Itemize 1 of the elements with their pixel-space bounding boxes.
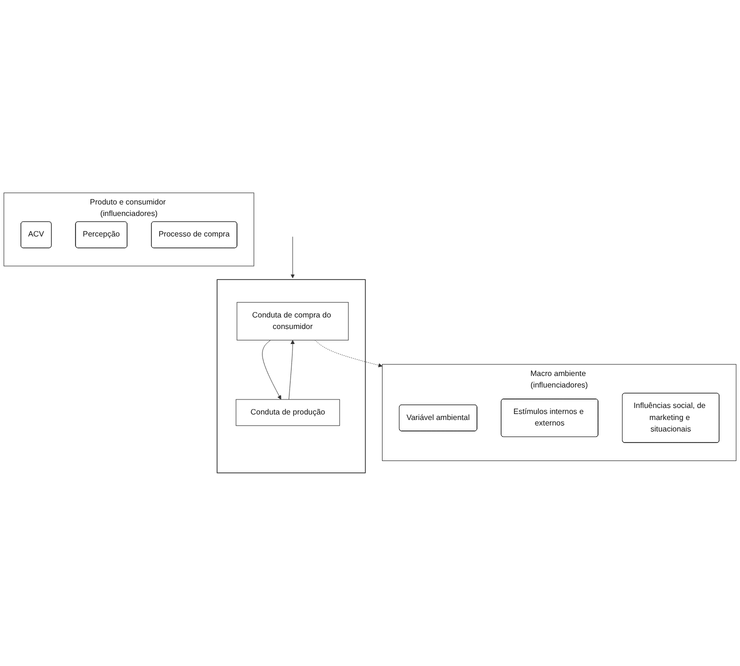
cluster	[216, 279, 366, 474]
